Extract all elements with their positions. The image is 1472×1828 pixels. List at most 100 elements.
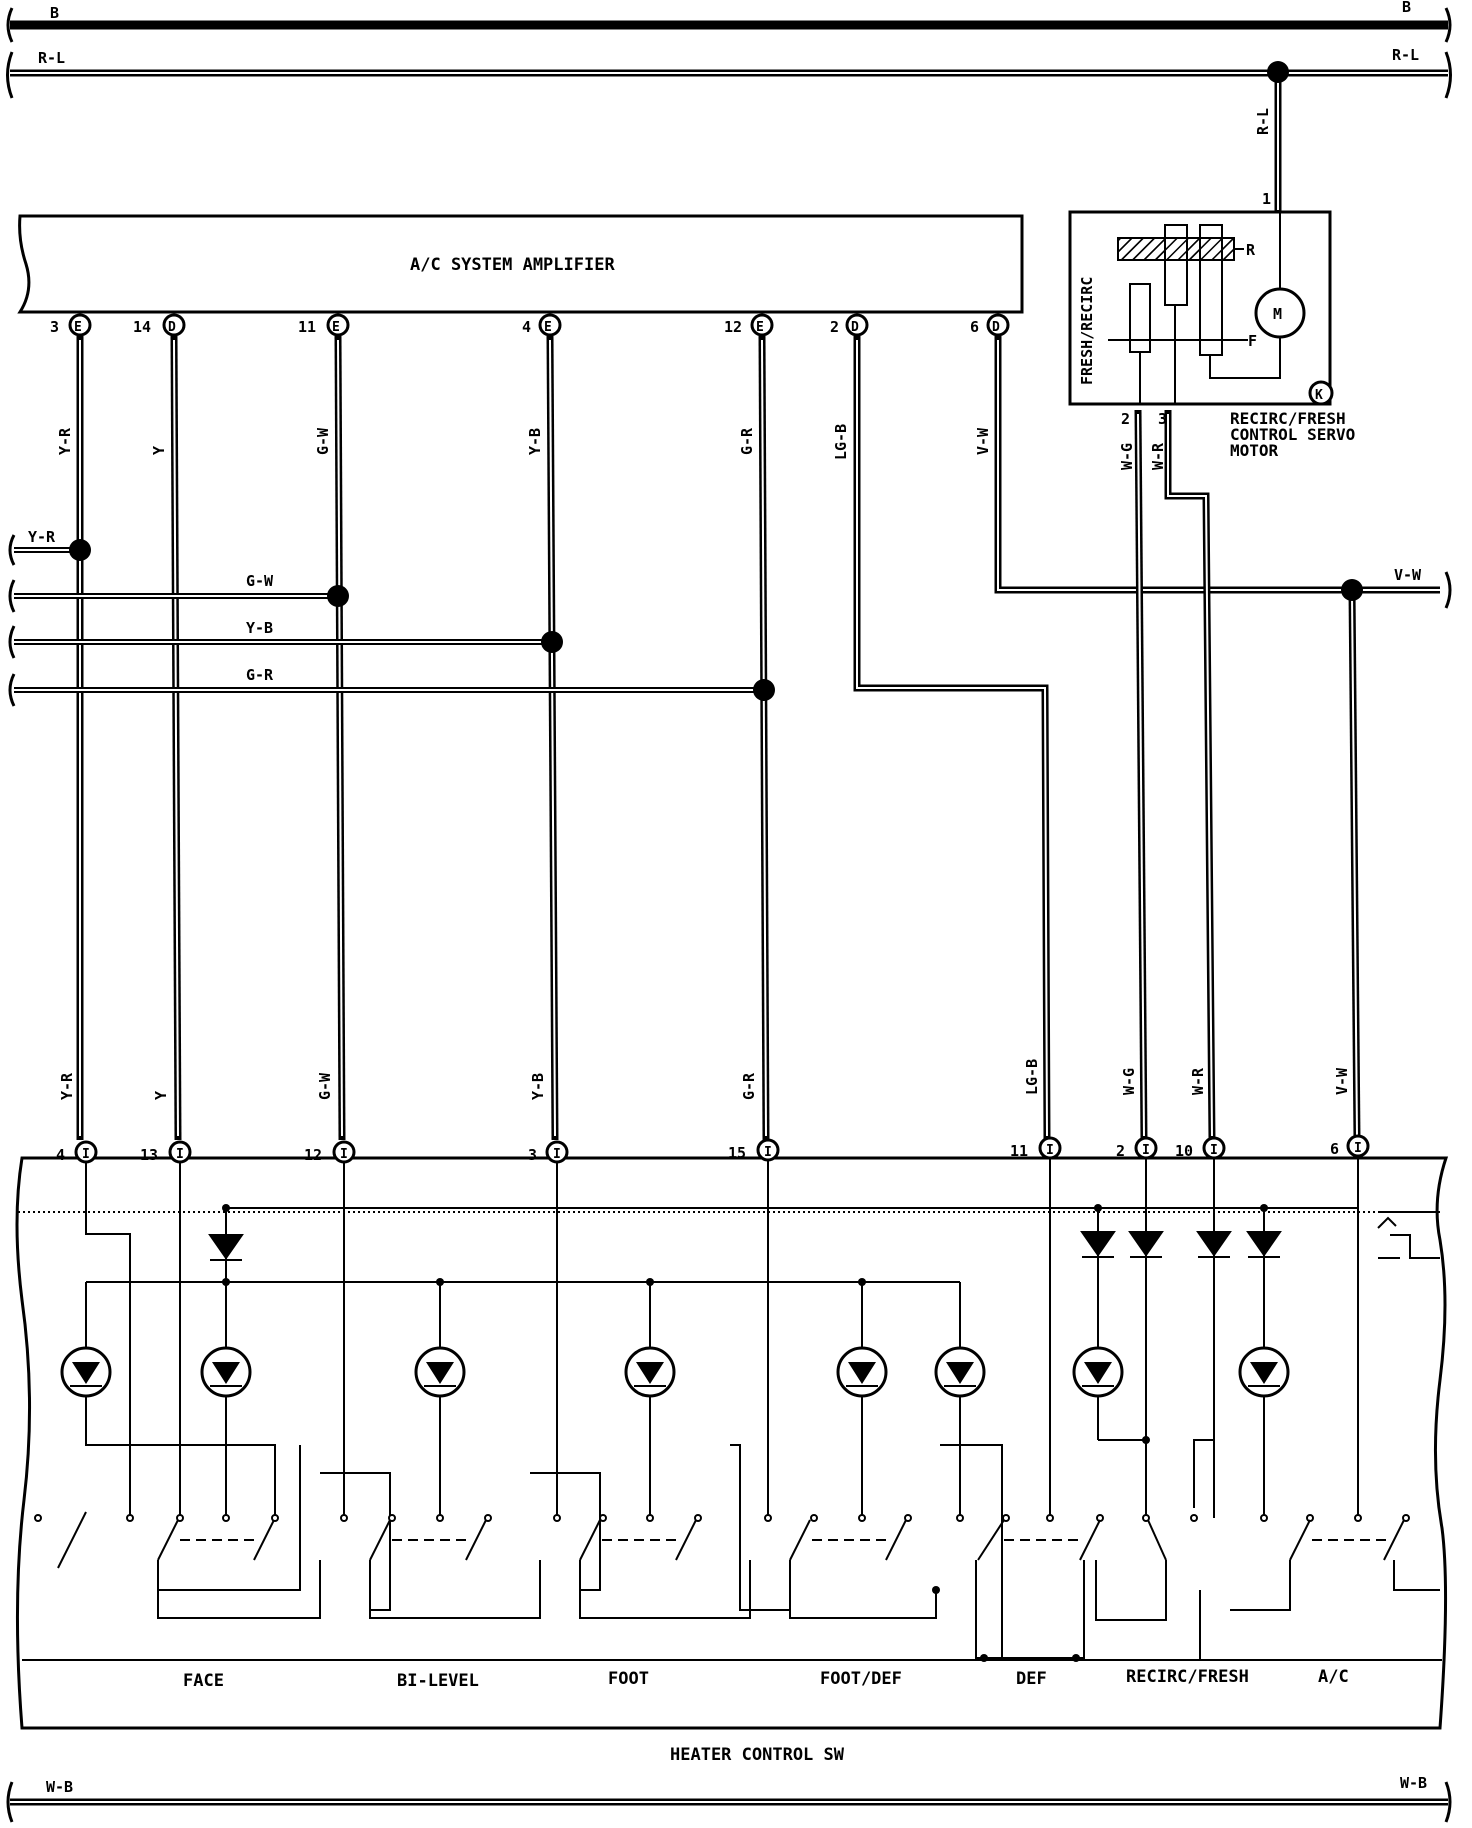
bus-rl: R-L R-L — [6, 46, 1452, 99]
servo-name-line1: RECIRC/FRESH — [1230, 409, 1346, 428]
svg-text:3: 3 — [50, 318, 59, 336]
svg-text:D: D — [992, 320, 1000, 335]
bus-rl-left-label: R-L — [38, 49, 65, 67]
internal-circuit — [18, 1156, 1440, 1661]
svg-text:I: I — [82, 1147, 90, 1162]
svg-text:E: E — [74, 320, 82, 335]
section-ac: A/C — [1318, 1667, 1349, 1687]
diode-4 — [1196, 1231, 1232, 1258]
switch-contacts — [34, 1511, 1410, 1569]
servo-pin2-label: 2 — [1121, 410, 1130, 428]
svg-text:G-W: G-W — [314, 427, 332, 455]
svg-text:I: I — [1142, 1143, 1150, 1158]
led-fresh — [1238, 1346, 1290, 1398]
splice-gr — [753, 679, 775, 701]
amp-pin-11: 11 E — [298, 313, 350, 337]
svg-text:I: I — [176, 1147, 184, 1162]
svg-text:3: 3 — [528, 1146, 537, 1164]
svg-text:D: D — [851, 320, 859, 335]
servo-side-label: FRESH/RECIRC — [1078, 277, 1096, 385]
led-recirc — [1072, 1346, 1124, 1398]
led-foot — [624, 1346, 676, 1398]
svg-text:11: 11 — [298, 318, 316, 336]
amp-pin-14: 14 D — [133, 313, 186, 337]
sw-pin-12: 12 I — [304, 1140, 356, 1164]
wire-labels-bottom: Y-R Y G-W Y-B G-R LG-B W-G W-R V-W — [58, 1059, 1351, 1100]
switch-section-labels: FACE BI-LEVEL FOOT FOOT/DEF DEF RECIRC/F… — [183, 1667, 1349, 1691]
svg-text:10: 10 — [1175, 1142, 1193, 1160]
heater-control-box — [15, 1156, 1449, 1730]
svg-text:Y-B: Y-B — [526, 428, 544, 455]
svg-text:G-R: G-R — [738, 427, 756, 455]
diode-1 — [208, 1234, 244, 1261]
servo-feed-label: R-L — [1254, 108, 1272, 135]
amp-pin-12: 12 E — [724, 313, 774, 337]
amplifier-title: A/C SYSTEM AMPLIFIER — [410, 255, 615, 275]
svg-text:4: 4 — [522, 318, 531, 336]
indicator-leds — [60, 1346, 1290, 1398]
svg-text:2: 2 — [1116, 1142, 1125, 1160]
servo-r-label: R — [1246, 241, 1256, 259]
bus-rl-right-label: R-L — [1392, 46, 1419, 64]
svg-text:12: 12 — [304, 1146, 322, 1164]
servo-name-line3: MOTOR — [1230, 441, 1279, 460]
branch-label-vw: V-W — [1394, 566, 1422, 584]
sw-pin-10: 10 I — [1175, 1136, 1226, 1160]
servo-pin3-label: 3 — [1158, 410, 1167, 428]
servo-out-label-wg: W-G — [1118, 443, 1136, 470]
section-footdef: FOOT/DEF — [820, 1669, 902, 1689]
splice-yr — [69, 539, 91, 561]
svg-text:I: I — [1354, 1141, 1362, 1156]
svg-text:LG-B: LG-B — [832, 424, 850, 460]
splice-yb — [541, 631, 563, 653]
servo-out-label-wr: W-R — [1149, 442, 1167, 470]
diode-5 — [1246, 1231, 1282, 1258]
svg-text:W-G: W-G — [1120, 1068, 1138, 1095]
servo-motor-label: M — [1273, 305, 1282, 323]
splice-vw — [1341, 579, 1363, 601]
svg-text:13: 13 — [140, 1146, 158, 1164]
amp-pin-4: 4 E — [522, 313, 562, 337]
svg-text:4: 4 — [56, 1146, 65, 1164]
svg-text:I: I — [1210, 1143, 1218, 1158]
svg-text:W-R: W-R — [1189, 1067, 1207, 1095]
amp-pin-2: 2 D — [830, 313, 869, 337]
ac-system-amplifier: A/C SYSTEM AMPLIFIER — [17, 214, 1024, 314]
junction-dots — [222, 1204, 1268, 1662]
svg-text:I: I — [340, 1147, 348, 1162]
servo-conn-label: K — [1315, 388, 1323, 403]
branch-label-yr: Y-R — [28, 528, 56, 546]
led-footdef — [836, 1346, 888, 1398]
branches — [8, 534, 1452, 707]
svg-text:I: I — [1046, 1143, 1054, 1158]
svg-text:Y-R: Y-R — [56, 427, 74, 455]
led-def — [934, 1346, 986, 1398]
diode-2 — [1080, 1231, 1116, 1258]
diodes — [208, 1231, 1282, 1261]
section-bilevel: BI-LEVEL — [397, 1671, 479, 1691]
bus-b-left-label: B — [50, 4, 59, 22]
section-foot: FOOT — [608, 1669, 649, 1689]
svg-text:12: 12 — [724, 318, 742, 336]
branch-label-gr: G-R — [246, 666, 274, 684]
svg-text:I: I — [553, 1147, 561, 1162]
svg-text:V-W: V-W — [974, 427, 992, 455]
bus-wb-right-label: W-B — [1400, 1774, 1427, 1792]
diode-3 — [1128, 1231, 1164, 1258]
svg-text:V-W: V-W — [1333, 1067, 1351, 1095]
heater-control-title: HEATER CONTROL SW — [670, 1745, 845, 1765]
section-def: DEF — [1016, 1669, 1047, 1689]
wire-labels-top: Y-R Y G-W Y-B G-R LG-B V-W — [56, 424, 992, 460]
svg-text:Y-R: Y-R — [58, 1072, 76, 1100]
section-face: FACE — [183, 1671, 224, 1691]
led-bilevel — [414, 1346, 466, 1398]
led-face-1 — [60, 1346, 112, 1398]
svg-text:2: 2 — [830, 318, 839, 336]
section-recirc-fresh: RECIRC/FRESH — [1126, 1667, 1249, 1687]
splice-gw — [327, 585, 349, 607]
svg-text:14: 14 — [133, 318, 151, 336]
svg-text:LG-B: LG-B — [1023, 1059, 1041, 1095]
svg-text:E: E — [332, 320, 340, 335]
